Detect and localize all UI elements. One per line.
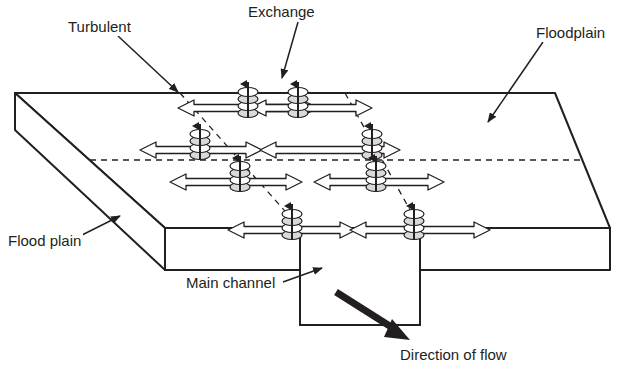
leader-arrow bbox=[283, 268, 322, 282]
flow-direction-arrowhead bbox=[384, 319, 410, 340]
vortex-symbol bbox=[238, 80, 258, 118]
exchange-arrows bbox=[140, 100, 490, 238]
vortex-symbol bbox=[190, 122, 210, 160]
label-turbulent: Turbulent bbox=[66, 18, 133, 36]
vortex-symbol bbox=[362, 122, 382, 160]
vortex-symbol bbox=[230, 154, 250, 192]
label-floodplain: Floodplain bbox=[534, 24, 607, 42]
flow-direction-arrow bbox=[336, 292, 396, 330]
vortex-symbol bbox=[288, 80, 308, 118]
leader-arrows bbox=[76, 22, 543, 282]
label-main-channel: Main channel bbox=[184, 274, 277, 292]
hidden-edges bbox=[90, 93, 580, 228]
leader-arrow bbox=[118, 36, 178, 92]
turbulent-vortices bbox=[190, 80, 424, 240]
leader-arrow bbox=[488, 42, 543, 122]
leader-arrow bbox=[282, 22, 298, 78]
label-exchange: Exchange bbox=[246, 3, 317, 21]
vortex-symbol bbox=[366, 154, 386, 192]
label-flow-direction: Direction of flow bbox=[398, 346, 509, 364]
channel-block bbox=[15, 93, 610, 325]
vortex-symbol bbox=[404, 202, 424, 240]
exchange-arrow bbox=[250, 100, 372, 116]
label-floodplain: Flood plain bbox=[6, 232, 83, 250]
vortex-symbol bbox=[282, 202, 302, 240]
